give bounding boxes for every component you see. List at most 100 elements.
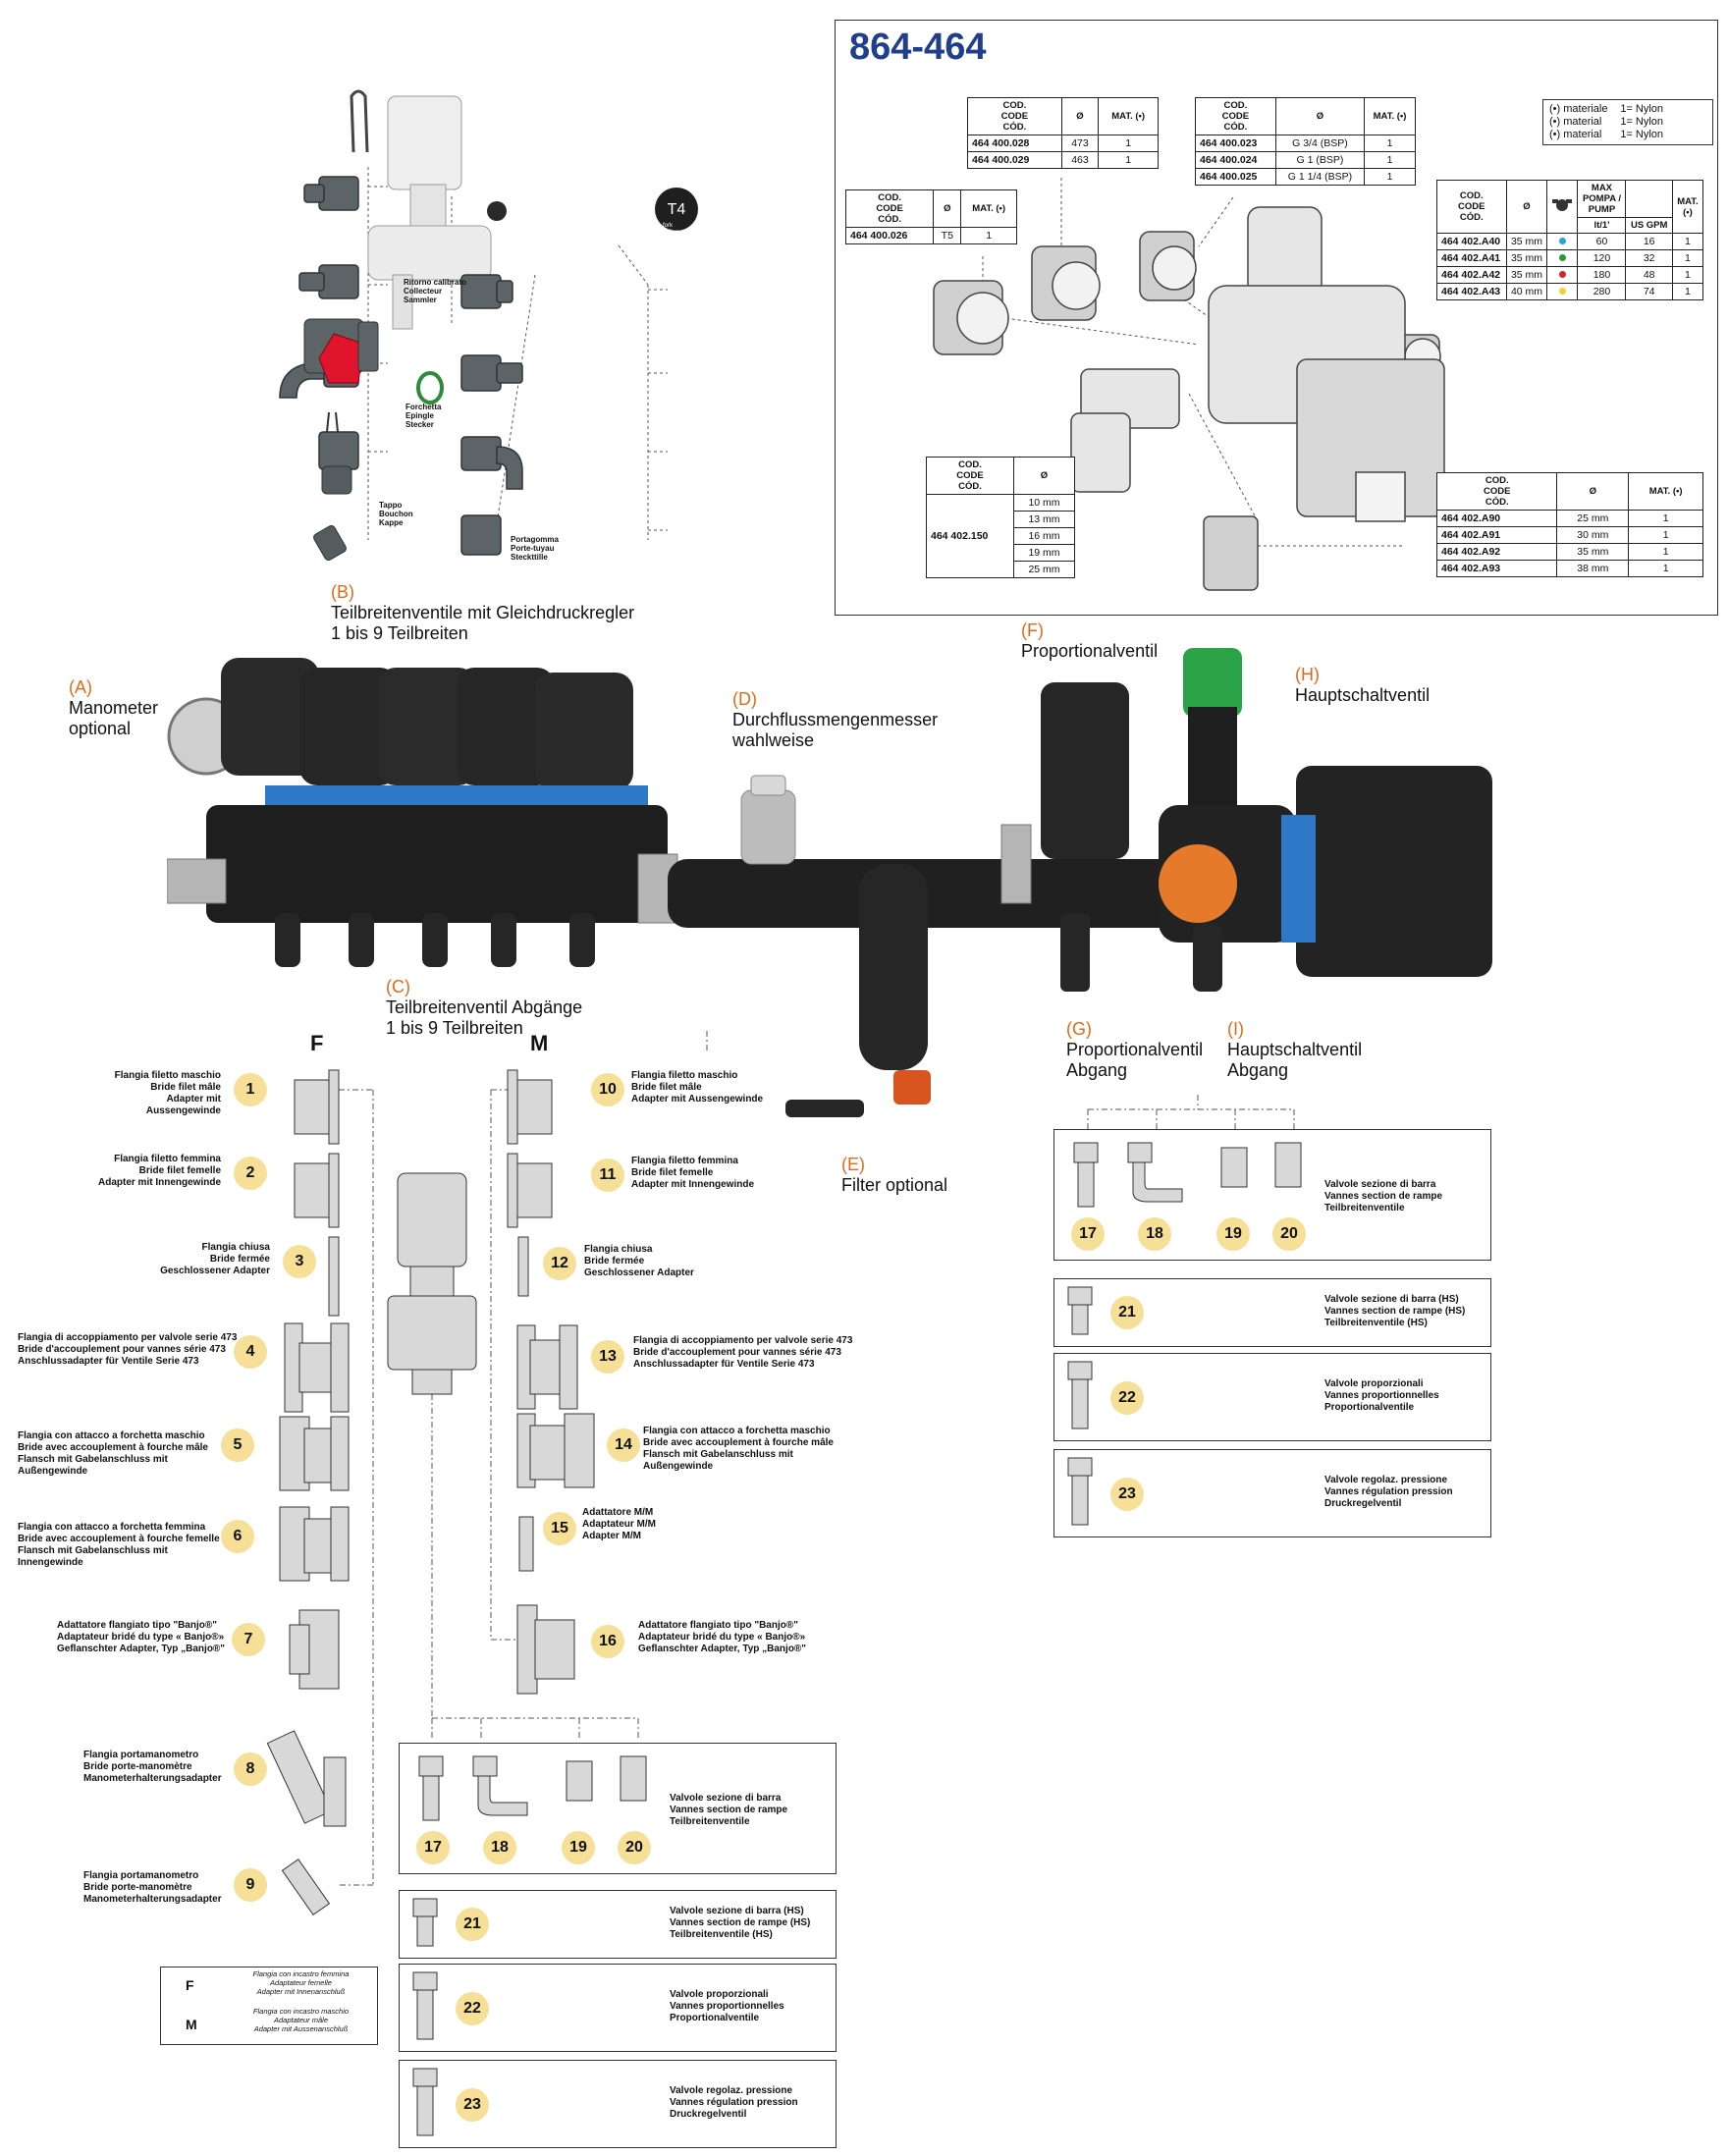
label-ritorno: Ritorno calibrato Collecteur Sammler (404, 278, 467, 304)
catalog-box: 864-464 (835, 20, 1718, 616)
t4-badge-sub: fork coupling (656, 223, 679, 236)
flange-15-text: Adattatore M/M Adaptateur M/M Adapter M/… (582, 1507, 656, 1541)
outlet-box-21-upper: 21 Valvole sezione di barra (HS) Vannes … (1053, 1278, 1491, 1347)
flange-14-text: Flangia con attacco a forchetta maschio … (643, 1426, 834, 1472)
outlet-box-23-lower: 23 Valvole regolaz. pressione Vannes rég… (399, 2060, 837, 2148)
outlet-19-number: 19 (1216, 1217, 1250, 1251)
flange-16-number: 16 (591, 1625, 624, 1658)
col-f-title: F (310, 1031, 324, 1055)
outlet-box-21-lower: 21 Valvole sezione di barra (HS) Vannes … (399, 1890, 837, 1959)
flange-7-text: Adattatore flangiato tipo "Banjo®" Adapt… (57, 1620, 226, 1654)
flange-12-number: 12 (543, 1247, 576, 1280)
label-portagomma: Portagomma Porte-tuyau Steckttille (511, 535, 559, 562)
label-c: (C)Teilbreitenventil Abgänge 1 bis 9 Tei… (386, 977, 583, 1038)
outlet-box-23-upper: 23 Valvole regolaz. pressione Vannes rég… (1053, 1449, 1491, 1537)
color-dot (1558, 238, 1566, 244)
label-h: (H)Hauptschaltventil (1295, 665, 1431, 705)
outlet-21-number: 21 (1110, 1296, 1144, 1329)
label-forchetta: Forchetta Epingle Stecker (405, 403, 442, 429)
label-i: (I)Hauptschaltventil Abgang (1227, 1019, 1363, 1080)
sprayer-control-assembly (167, 648, 1492, 1117)
table-d: COD. CODE CÓD. Ø MAX POMPA / PUMP MAT. (… (1436, 180, 1704, 300)
outlet-22-number: 22 (456, 1992, 489, 2025)
outlet-23-number: 23 (456, 2088, 489, 2122)
outlet-18-number: 18 (483, 1831, 516, 1864)
outlet-22-text: Valvole proporzionali Vannes proportionn… (670, 1989, 784, 2023)
flange-1-number: 1 (234, 1073, 267, 1106)
label-tappo: Tappo Bouchon Kappe (379, 501, 413, 527)
fm-legend: F Flangia con incastro femmina Adaptateu… (160, 1967, 378, 2045)
outlet-23-text: Valvole regolaz. pressione Vannes régula… (1324, 1475, 1453, 1509)
flange-15-number: 15 (543, 1512, 576, 1545)
color-dot (1558, 271, 1566, 278)
flange-12-text: Flangia chiusa Bride fermée Geschlossene… (584, 1244, 694, 1278)
flange-7-number: 7 (232, 1623, 265, 1656)
outlet-icons (418, 1755, 647, 1821)
outlet-18-number: 18 (1138, 1217, 1171, 1251)
outlet-box-22-lower: 22 Valvole proporzionali Vannes proporti… (399, 1964, 837, 2052)
outlet-sections-text: Valvole sezione di barra Vannes section … (670, 1793, 788, 1827)
exploded-view-drawing: T4 (279, 89, 698, 562)
table-row: 25 mm (927, 561, 1075, 578)
outlet-21-text: Valvole sezione di barra (HS) Vannes sec… (670, 1906, 811, 1940)
flange-4-text: Flangia di accoppiamento per valvole ser… (18, 1332, 238, 1367)
table-row: 16 mm (927, 527, 1075, 545)
col-m-title: M (530, 1031, 549, 1055)
label-e: (E)Filter optional (841, 1155, 948, 1195)
outlet-icons (1073, 1142, 1302, 1208)
legend-m-key: M (186, 2017, 197, 2032)
outlet-sections-text: Valvole sezione di barra Vannes section … (1324, 1179, 1443, 1213)
legend-f-text: Flangia con incastro femmina Adaptateur … (252, 1969, 350, 1996)
outlet-22-number: 22 (1110, 1381, 1144, 1415)
flange-9-text: Flangia portamanometro Bride porte-manom… (83, 1870, 222, 1905)
outlet-23-number: 23 (1110, 1478, 1144, 1511)
outlet-20-number: 20 (618, 1831, 651, 1864)
flange-4-number: 4 (234, 1335, 267, 1369)
outlet-20-number: 20 (1272, 1217, 1306, 1251)
section-valves (167, 658, 678, 967)
flange-16-text: Adattatore flangiato tipo "Banjo®" Adapt… (638, 1620, 807, 1654)
outlet-17-number: 17 (1071, 1217, 1105, 1251)
pump-icon (1552, 199, 1573, 211)
flange-6-number: 6 (221, 1520, 254, 1553)
flange-6-text: Flangia con attacco a forchetta femmina … (18, 1522, 220, 1568)
flange-connector-drawing (266, 1031, 1295, 1916)
outlet-17-number: 17 (416, 1831, 450, 1864)
outlet-23-text: Valvole regolaz. pressione Vannes régula… (670, 2085, 798, 2120)
legend-m-text: Flangia con incastro maschio Adaptateur … (252, 2007, 350, 2033)
label-g: (G)Proportionalventil Abgang (1066, 1019, 1204, 1080)
outlet-22-text: Valvole proporzionali Vannes proportionn… (1324, 1378, 1439, 1413)
flange-9-number: 9 (234, 1868, 267, 1902)
flange-5-number: 5 (221, 1428, 254, 1462)
label-a: (A)Manometer optional (69, 677, 159, 738)
flange-5-text: Flangia con attacco a forchetta maschio … (18, 1430, 208, 1477)
label-b: (B)Teilbreitenventile mit Gleichdruckreg… (331, 582, 635, 643)
flange-8-number: 8 (234, 1752, 267, 1786)
color-dot (1558, 288, 1566, 295)
flange-11-text: Flangia filetto femmina Bride filet feme… (631, 1156, 755, 1190)
outlet-19-number: 19 (562, 1831, 595, 1864)
flange-2-number: 2 (234, 1157, 267, 1190)
flange-14-number: 14 (607, 1428, 640, 1462)
t4-badge-label: T4 (668, 201, 686, 218)
flange-3-text: Flangia chiusa Bride fermée Geschlossene… (160, 1242, 270, 1276)
material-note: (•) materiale 1= Nylon (•) material 1= N… (1542, 99, 1713, 145)
flange-10-number: 10 (591, 1073, 624, 1106)
flange-2-text: Flangia filetto femmina Bride filet feme… (98, 1154, 222, 1188)
color-dot (1558, 254, 1566, 261)
